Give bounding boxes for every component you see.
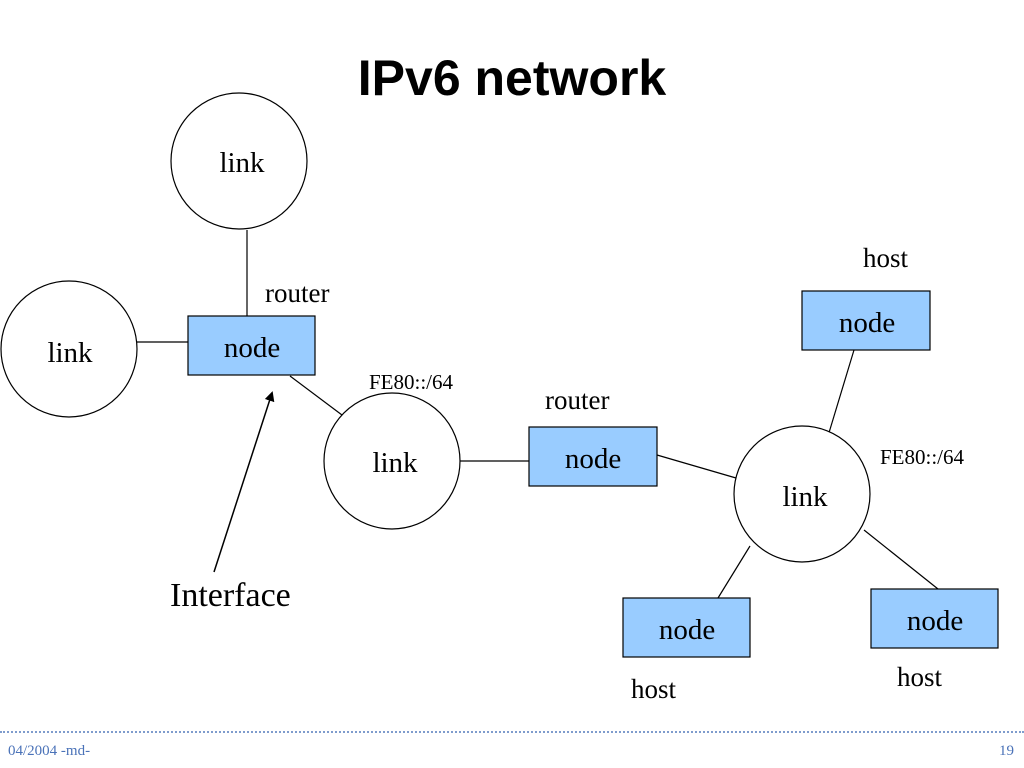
node-box-host-bottom-right [870,588,999,649]
link-label-right: link [782,481,828,513]
footer-date: 04/2004 -md- [8,743,91,759]
node-label-router-1: node [224,332,280,364]
node-box-host-top [801,290,931,351]
connector-right-link-to-host-bottom-right [863,529,939,590]
connector-right-link-to-host-bottom-left [717,545,751,599]
connector-right-link-to-host-top [827,349,855,437]
link-label-left: link [47,337,93,369]
node-label-host-bottom-right: node [907,605,963,637]
node-box-router-1 [187,315,316,376]
router-label-1: router [265,278,329,308]
page-number: 19 [999,743,1014,759]
host-label-bottom-left: host [631,674,677,704]
prefix-label-2: FE80::/64 [880,445,965,469]
link-label-top: link [219,147,265,179]
connector-router1-to-center-link [289,375,343,416]
node-label-host-bottom-left: node [659,614,715,646]
link-circle-left [0,280,138,418]
host-label-bottom-right: host [897,662,943,692]
node-box-router-2 [528,426,658,487]
node-label-router-2: node [565,443,621,475]
footer-divider [0,731,1024,733]
node-label-host-top: node [839,307,895,339]
connector-router2-to-right-link [656,454,737,479]
interface-arrow [213,391,275,573]
link-circle-top [170,92,308,230]
link-label-center: link [372,447,418,479]
host-label-top: host [863,243,909,273]
node-box-host-bottom-left [622,597,751,658]
link-circle-center [323,392,461,530]
prefix-label-1: FE80::/64 [369,370,454,394]
interface-label: Interface [170,577,291,614]
link-circles [0,92,871,563]
node-boxes [187,290,999,658]
slide-title: IPv6 network [357,50,667,106]
router-label-2: router [545,385,609,415]
connections [136,230,939,599]
link-circle-right [733,425,871,563]
